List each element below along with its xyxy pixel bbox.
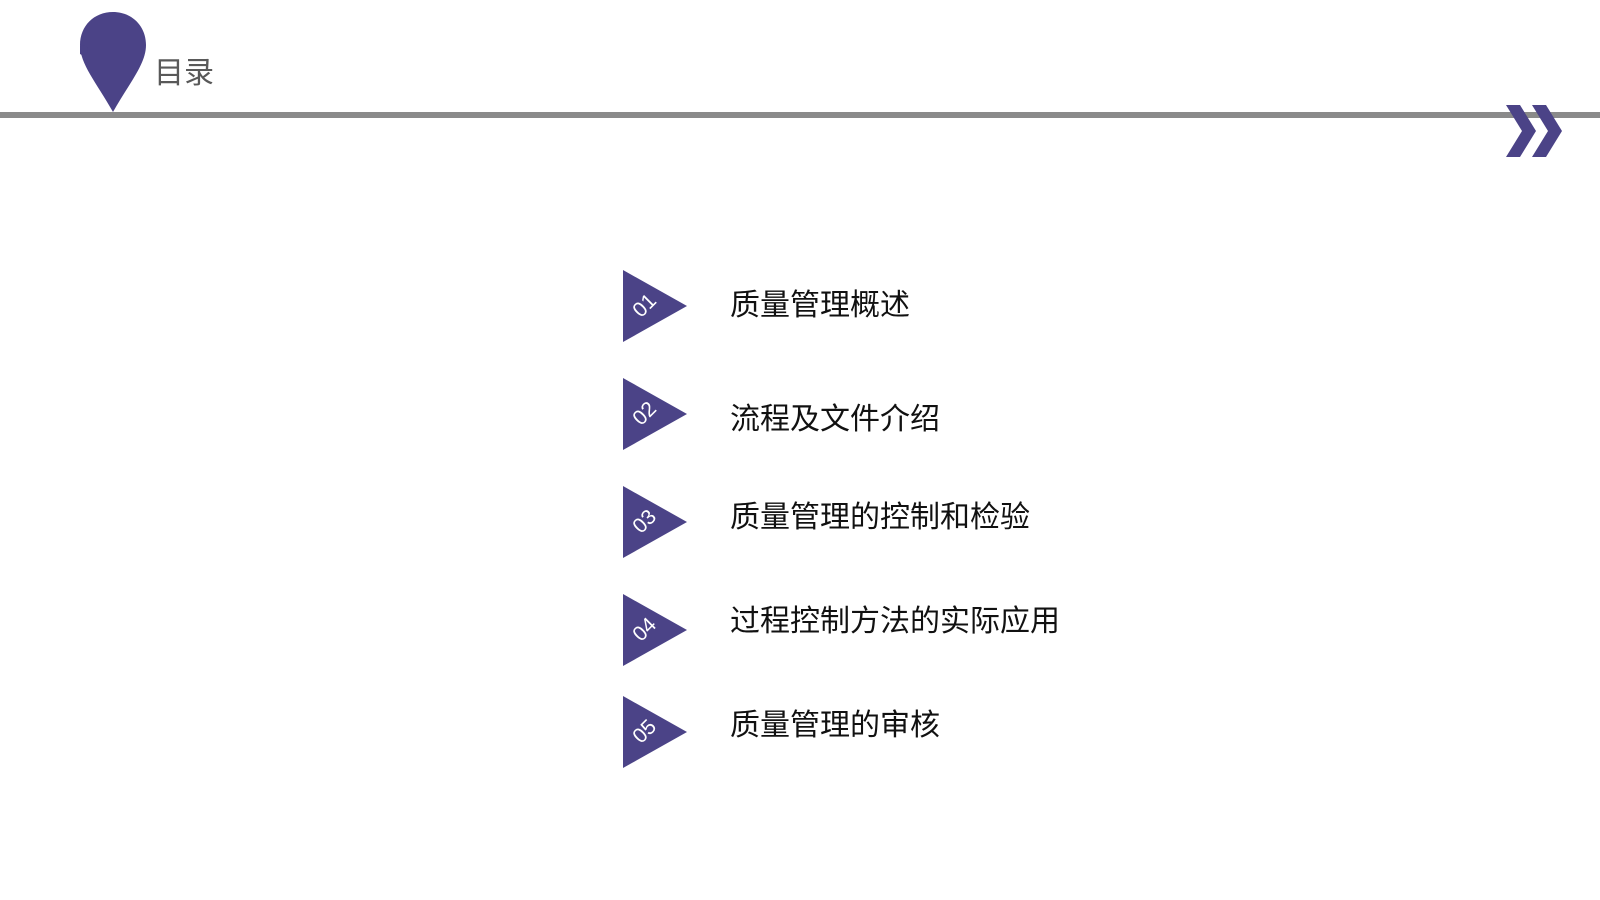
toc-item-label: 质量管理的控制和检验 bbox=[730, 500, 1030, 535]
header-divider bbox=[0, 112, 1600, 118]
triangle-marker-icon bbox=[623, 696, 687, 768]
toc-item-01[interactable]: 01 质量管理概述 bbox=[623, 270, 1323, 342]
toc-item-label: 过程控制方法的实际应用 bbox=[730, 604, 1060, 639]
triangle-marker-icon bbox=[623, 486, 687, 558]
double-chevron-right-icon[interactable] bbox=[1506, 105, 1566, 161]
triangle-marker-icon bbox=[623, 594, 687, 666]
toc-item-04[interactable]: 04 过程控制方法的实际应用 bbox=[623, 594, 1323, 666]
map-pin-icon bbox=[80, 12, 146, 112]
page-title: 目录 bbox=[154, 56, 214, 91]
triangle-marker-icon bbox=[623, 378, 687, 450]
toc-item-label: 流程及文件介绍 bbox=[730, 402, 940, 437]
toc-item-label: 质量管理概述 bbox=[730, 288, 910, 323]
toc-item-02[interactable]: 02 流程及文件介绍 bbox=[623, 378, 1323, 450]
toc-item-label: 质量管理的审核 bbox=[730, 708, 940, 743]
toc-item-05[interactable]: 05 质量管理的审核 bbox=[623, 696, 1323, 768]
triangle-marker-icon bbox=[623, 270, 687, 342]
toc-item-03[interactable]: 03 质量管理的控制和检验 bbox=[623, 486, 1323, 558]
